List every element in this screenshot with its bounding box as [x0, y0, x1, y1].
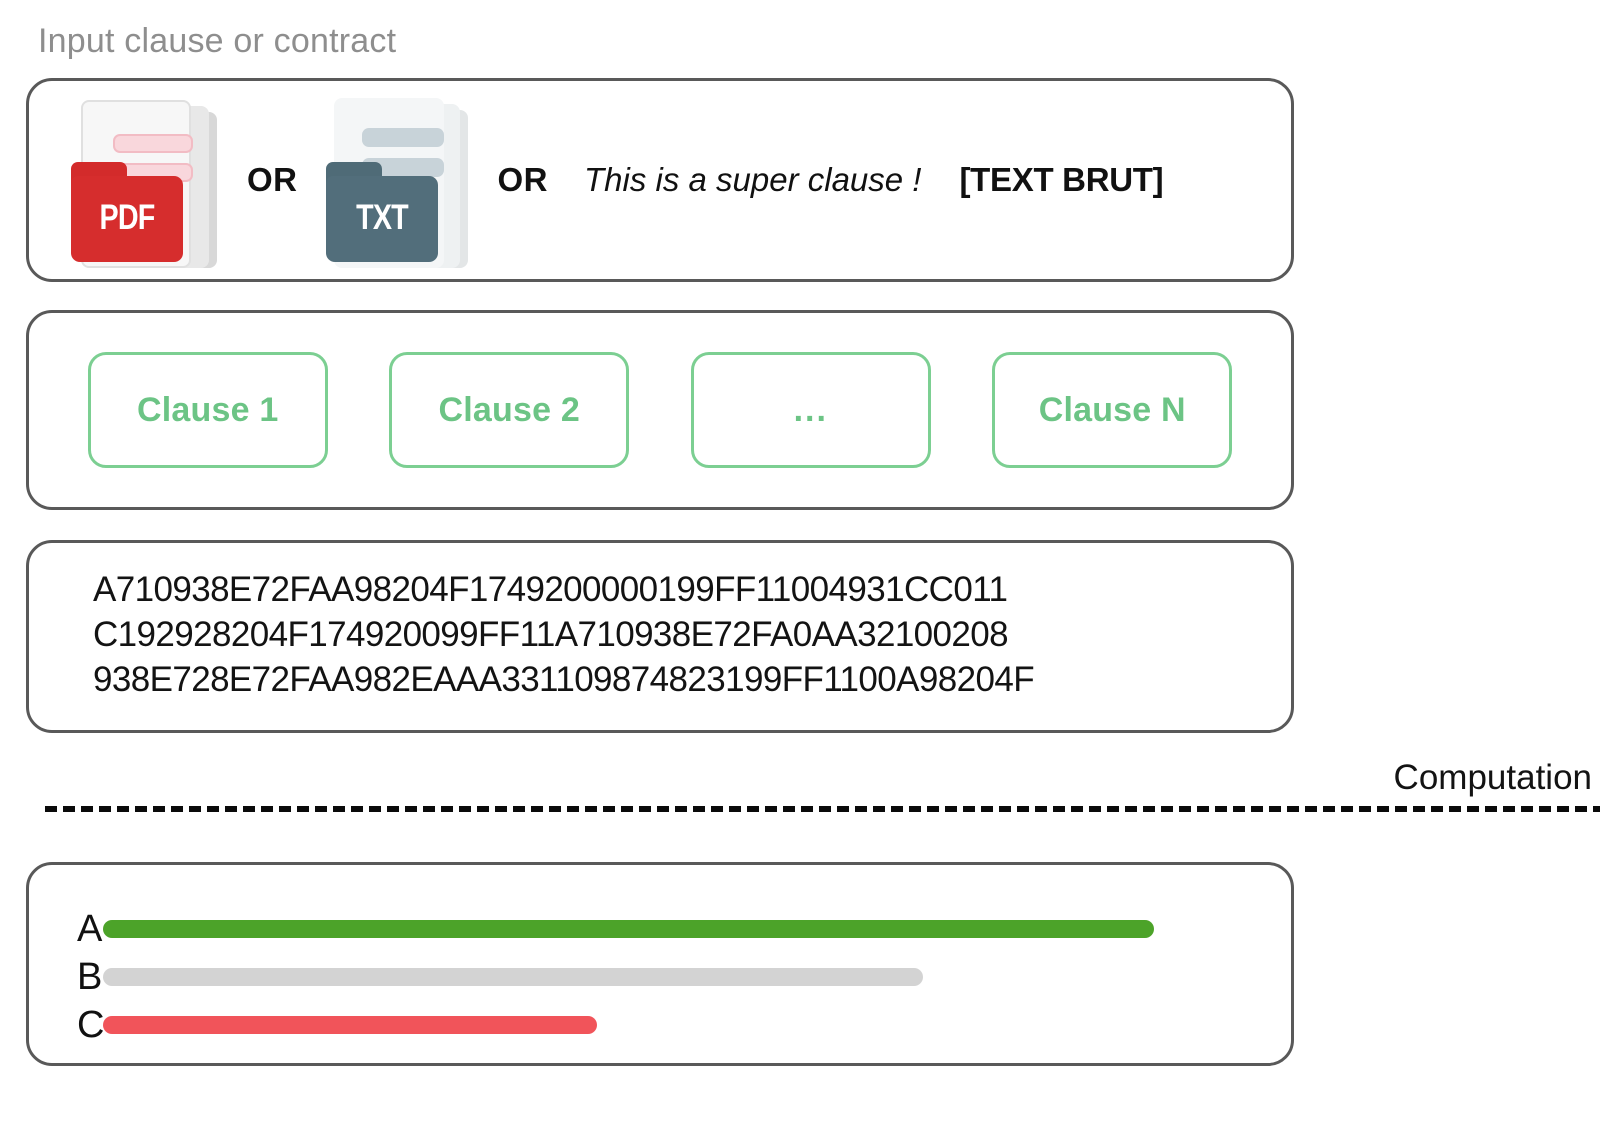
clause-label: Clause 2 [438, 390, 580, 429]
pdf-folder-shape: PDF [71, 161, 195, 276]
hash-line: A710938E72FAA98204F1749200000199FF110049… [93, 570, 1008, 609]
bar-label-c: C [77, 1004, 105, 1046]
txt-folder-body [325, 175, 438, 262]
clause-box-ellipsis[interactable]: ... [690, 352, 931, 468]
clauses-row: Clause 1 Clause 2 ... Clause N [29, 313, 1291, 507]
bar-label-b: B [77, 956, 103, 998]
clause-box-n[interactable]: Clause N [992, 352, 1233, 468]
pdf-label: PDF [99, 197, 156, 237]
bar-fill-c [103, 1016, 598, 1034]
bar-row: B [29, 953, 1291, 1001]
bar-fill-a [103, 920, 1155, 938]
clause-label: Clause 1 [137, 390, 279, 429]
bar-fill-b [103, 968, 924, 986]
pdf-folder-body [71, 175, 183, 262]
or-separator-2: OR [497, 161, 548, 198]
txt-file-icon[interactable]: TXT [320, 88, 476, 276]
or-separator-1: OR [247, 161, 298, 198]
pdf-file-icon[interactable]: PDF [65, 88, 225, 276]
input-panel: PDF OR TXT OR [26, 78, 1294, 282]
txt-text-line [361, 157, 444, 177]
computation-label: Computation [1393, 758, 1592, 797]
clauses-panel: Clause 1 Clause 2 ... Clause N [26, 310, 1294, 510]
bar-track-b [103, 968, 1291, 986]
bar-track-a [103, 920, 1291, 938]
hash-output-panel: A710938E72FAA98204F1749200000199FF110049… [26, 540, 1294, 733]
text-brut-badge: [TEXT BRUT] [959, 161, 1164, 198]
hash-line: C192928204F174920099FF11A710938E72FA0AA3… [93, 615, 1009, 654]
bar-label-a: A [77, 908, 103, 950]
bar-track-c [103, 1016, 1291, 1034]
input-options-row: PDF OR TXT OR [29, 81, 1291, 279]
page-title: Input clause or contract [38, 22, 397, 60]
dashed-divider [45, 806, 1600, 812]
sample-clause-text: This is a super clause ! [584, 161, 922, 198]
results-chart-panel: A B C [26, 862, 1294, 1066]
bar-row: C [29, 1001, 1291, 1049]
clause-box-1[interactable]: Clause 1 [87, 352, 328, 468]
pdf-text-line [113, 133, 193, 153]
clause-label: Clause N [1038, 390, 1186, 429]
txt-folder-shape: TXT [325, 161, 450, 276]
clause-label: ... [793, 390, 828, 429]
bar-chart: A B C [29, 865, 1291, 1049]
hash-line: 938E728E72FAA982EAAA331109874823199FF110… [93, 660, 1035, 699]
bar-row: A [29, 905, 1291, 953]
hash-lines: A710938E72FAA98204F1749200000199FF110049… [29, 543, 1291, 702]
txt-label: TXT [355, 197, 409, 237]
txt-text-line [361, 127, 444, 147]
clause-box-2[interactable]: Clause 2 [389, 352, 630, 468]
